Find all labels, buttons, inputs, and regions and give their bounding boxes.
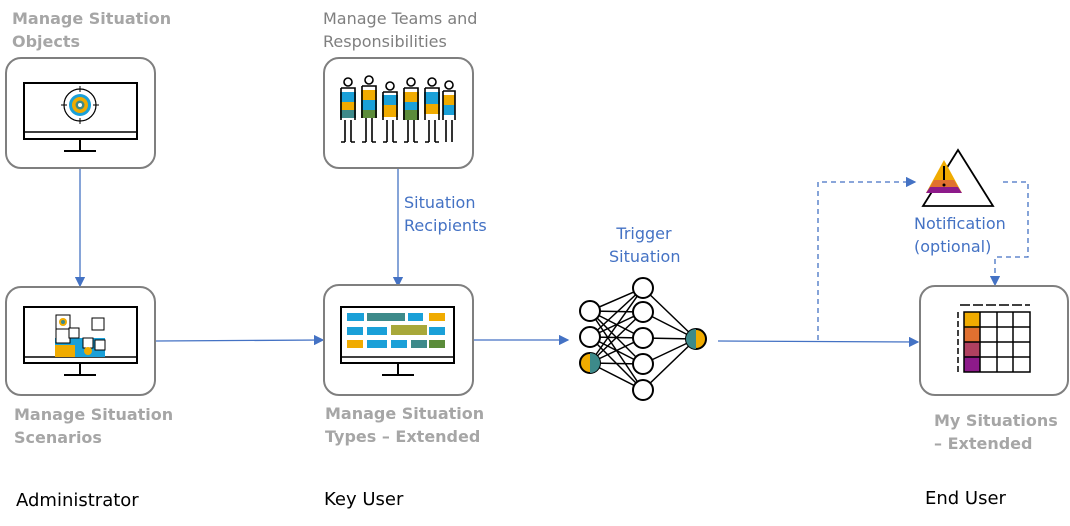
situation-recipients-label: Situation Recipients bbox=[404, 193, 487, 235]
trigger-situation-label: Trigger Situation bbox=[609, 224, 681, 266]
dashed-arrow-notification-to-end bbox=[989, 181, 1029, 287]
arrow-trigger-to-my-situations bbox=[717, 336, 920, 348]
scenarios-label: Manage Situation Scenarios bbox=[14, 405, 174, 447]
notification-label: Notification (optional) bbox=[914, 214, 1006, 256]
situation-objects-label: Manage Situation Objects bbox=[12, 9, 172, 51]
teams-label: Manage Teams and Responsibilities bbox=[323, 9, 478, 51]
dashed-arrow-to-notification bbox=[817, 176, 917, 340]
my-situations-box[interactable] bbox=[919, 285, 1069, 396]
types-label: Manage Situation Types – Extended bbox=[325, 404, 485, 446]
role-end-user: End User bbox=[925, 488, 1006, 509]
arrow-scenarios-to-types bbox=[155, 334, 325, 346]
role-administrator: Administrator bbox=[16, 490, 139, 511]
my-situations-label: My Situations – Extended bbox=[934, 411, 1058, 453]
role-key-user: Key User bbox=[324, 489, 404, 510]
